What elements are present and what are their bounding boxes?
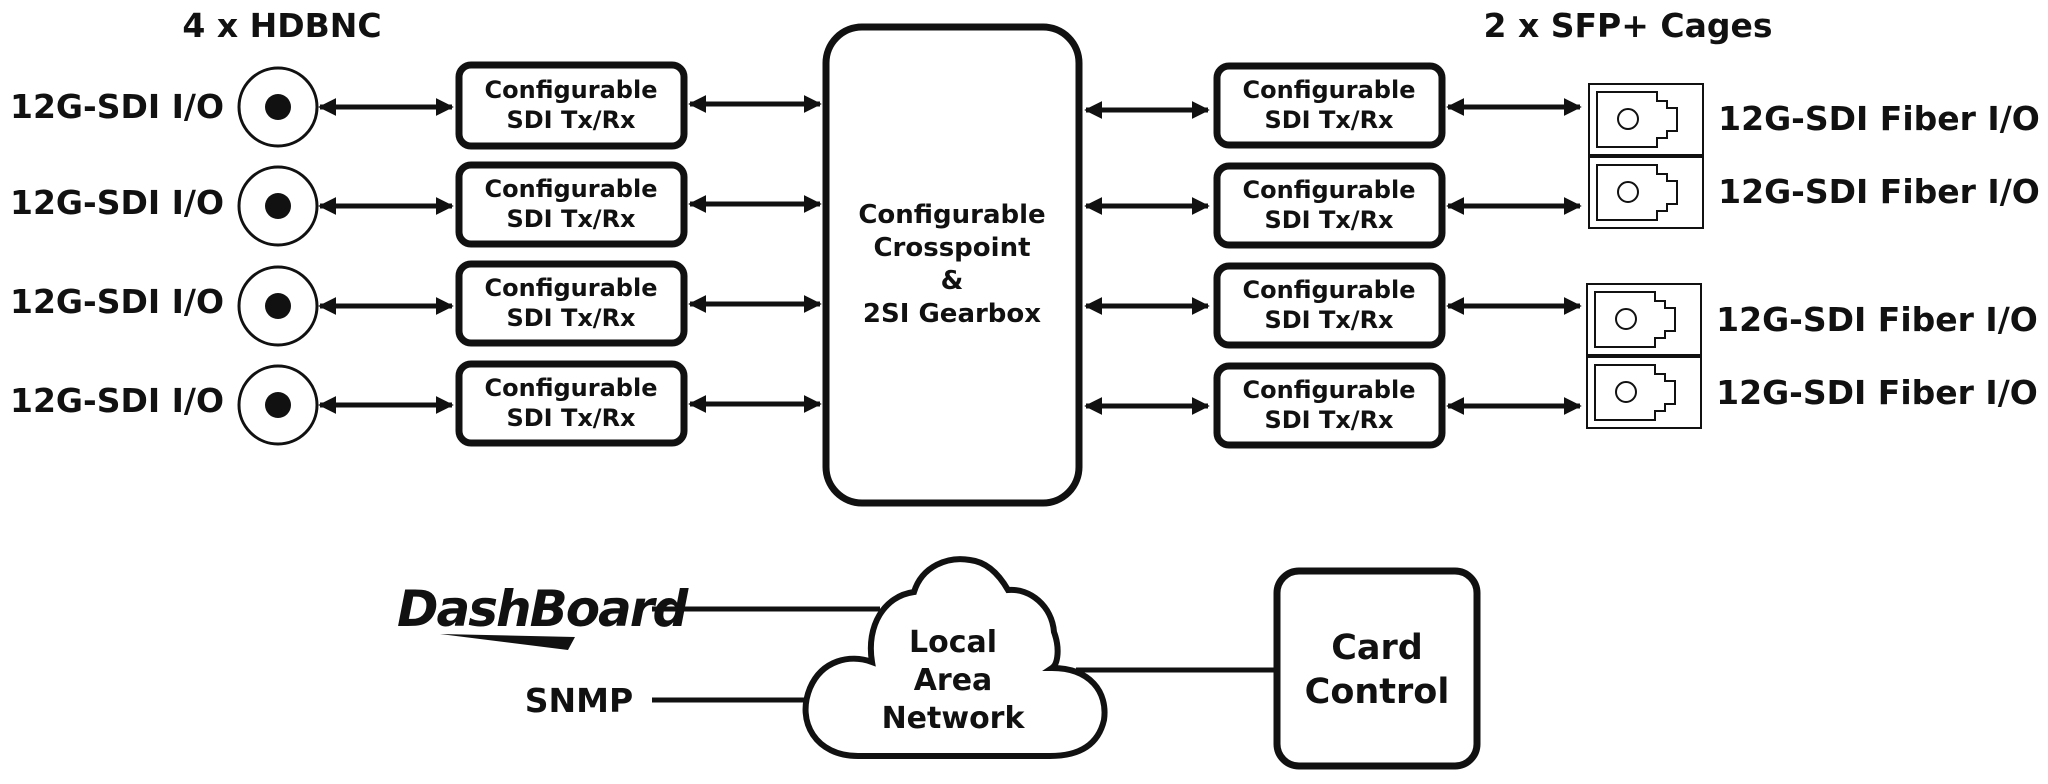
sdi-txrx-block xyxy=(1213,162,1446,249)
fiber-io-label: 12G-SDI Fiber I/O xyxy=(1718,172,2040,211)
block-label-line2: SDI Tx/Rx xyxy=(1264,206,1394,234)
sdi-txrx-block xyxy=(1213,262,1446,349)
bnc-connector-icon xyxy=(237,364,319,446)
hdbnc-header: 4 x HDBNC xyxy=(182,6,381,45)
fiber-io-label: 12G-SDI Fiber I/O xyxy=(1716,373,2038,412)
card-control-line2: Control xyxy=(1305,672,1450,712)
block-label-line1: Configurable xyxy=(1243,76,1416,104)
block-label-line1: Configurable xyxy=(1243,276,1416,304)
lan-line3: Network xyxy=(882,701,1026,736)
block-label-line2: SDI Tx/Rx xyxy=(506,404,636,432)
sdi-io-label: 12G-SDI I/O xyxy=(10,381,224,420)
left-row: 12G-SDI I/O Configurable SDI Tx/Rx xyxy=(10,260,822,347)
block-label-line1: Configurable xyxy=(1243,176,1416,204)
card-control-block: Card Control xyxy=(1273,567,1481,770)
bnc-connector-icon xyxy=(237,165,319,247)
lan-line1: Local xyxy=(909,625,997,660)
card-control-line1: Card xyxy=(1331,628,1423,668)
block-label-line1: Configurable xyxy=(485,274,658,302)
crosspoint-block: Configurable Crosspoint & 2SI Gearbox xyxy=(822,23,1083,507)
block-label-line2: SDI Tx/Rx xyxy=(1264,406,1394,434)
sdi-txrx-block xyxy=(455,260,688,347)
dashboard-swoosh-icon xyxy=(440,634,575,650)
right-row: Configurable SDI Tx/Rx 12G-SDI Fiber I/O xyxy=(1084,62,2040,156)
sfp-port-icon xyxy=(1586,356,1702,429)
right-row: Configurable SDI Tx/Rx 12G-SDI Fiber I/O xyxy=(1084,356,2038,449)
right-row: Configurable SDI Tx/Rx 12G-SDI Fiber I/O xyxy=(1084,262,2038,356)
lan-cloud-icon xyxy=(802,556,1108,759)
sdi-io-label: 12G-SDI I/O xyxy=(10,87,224,126)
sfp-port-icon xyxy=(1588,83,1704,156)
sfp-port-icon xyxy=(1586,283,1702,356)
sdi-io-label: 12G-SDI I/O xyxy=(10,183,224,222)
block-label-line1: Configurable xyxy=(485,374,658,402)
left-row: 12G-SDI I/O Configurable SDI Tx/Rx xyxy=(10,61,822,150)
sdi-txrx-block xyxy=(1213,62,1446,149)
dashboard-logo: DashBoard xyxy=(397,580,691,650)
snmp-label: SNMP xyxy=(525,681,633,720)
sdi-io-label: 12G-SDI I/O xyxy=(10,282,224,321)
bnc-connector-icon xyxy=(237,265,319,347)
crosspoint-line2: Crosspoint xyxy=(873,233,1030,263)
block-label-line1: Configurable xyxy=(1243,376,1416,404)
sdi-txrx-block xyxy=(455,360,688,447)
fiber-io-label: 12G-SDI Fiber I/O xyxy=(1718,99,2040,138)
block-label-line2: SDI Tx/Rx xyxy=(506,106,636,134)
block-label-line2: SDI Tx/Rx xyxy=(1264,306,1394,334)
sdi-txrx-block xyxy=(455,161,688,248)
fiber-io-label: 12G-SDI Fiber I/O xyxy=(1716,300,2038,339)
left-row: 12G-SDI I/O Configurable SDI Tx/Rx xyxy=(10,161,822,248)
sdi-txrx-block xyxy=(1213,362,1446,449)
crosspoint-line3: & xyxy=(941,266,964,296)
block-label-line1: Configurable xyxy=(485,175,658,203)
block-label-line2: SDI Tx/Rx xyxy=(506,304,636,332)
left-row: 12G-SDI I/O Configurable SDI Tx/Rx xyxy=(10,360,822,447)
sdi-txrx-block xyxy=(455,61,688,150)
block-label-line1: Configurable xyxy=(485,76,658,104)
block-label-line2: SDI Tx/Rx xyxy=(506,205,636,233)
dashboard-logo-text: DashBoard xyxy=(397,580,689,638)
crosspoint-line4: 2SI Gearbox xyxy=(863,299,1041,329)
crosspoint-line1: Configurable xyxy=(858,200,1045,230)
bnc-connector-icon xyxy=(237,66,319,148)
sfp-port-icon xyxy=(1588,156,1704,229)
block-label-line2: SDI Tx/Rx xyxy=(1264,106,1394,134)
sfp-header: 2 x SFP+ Cages xyxy=(1484,6,1773,45)
right-row: Configurable SDI Tx/Rx 12G-SDI Fiber I/O xyxy=(1084,156,2040,249)
lan-line2: Area xyxy=(914,663,993,698)
